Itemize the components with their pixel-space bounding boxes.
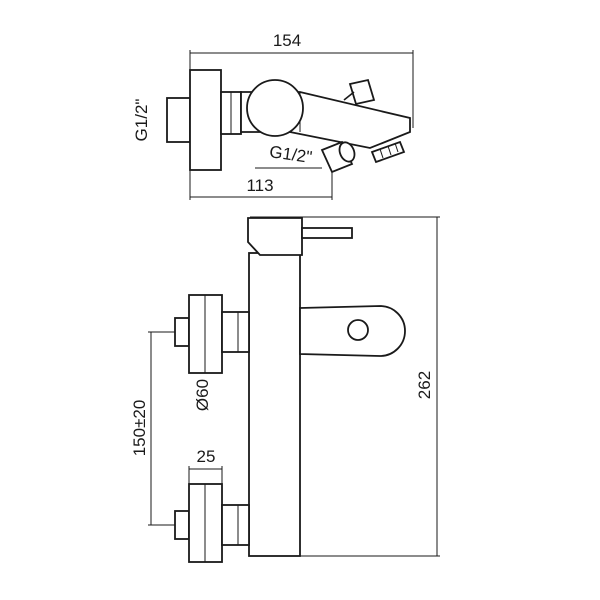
centers-dimension-label: 150±20: [130, 400, 149, 457]
top-view: 154: [132, 31, 414, 200]
connector-dimension: 25: [188, 447, 223, 484]
mixer-body-top: [246, 79, 304, 137]
connector-dimension-label: 25: [197, 447, 216, 466]
outlet-aerator-top: [370, 140, 406, 164]
handle-lever-top: [343, 78, 376, 106]
inlet-thread-label: G1/2": [132, 99, 151, 142]
lower-wall-connection: [174, 483, 250, 563]
height-dimension: 262: [250, 216, 440, 557]
height-dimension-label: 262: [415, 371, 434, 399]
outlet-thread-label: G1/2": [268, 142, 313, 167]
diameter-label: Ø60: [193, 379, 212, 411]
centers-dimension: 150±20: [130, 331, 175, 526]
depth-dimension-label: 113: [246, 176, 273, 195]
mixer-body-front: [248, 252, 301, 557]
upper-wall-connection: [174, 294, 250, 374]
front-view: 262: [130, 216, 440, 563]
width-dimension: 154: [189, 31, 414, 128]
handle-lever-front: [301, 227, 353, 239]
diverter-knob: [299, 305, 406, 357]
wall-plate-top: [189, 69, 222, 171]
cartridge-cap: [247, 217, 303, 256]
connector-top: [220, 91, 242, 135]
width-dimension-label: 154: [273, 31, 301, 50]
shower-outlet-top: [320, 140, 356, 174]
depth-dimension: 113: [189, 170, 333, 200]
wall-inlet-stub: [166, 97, 191, 143]
